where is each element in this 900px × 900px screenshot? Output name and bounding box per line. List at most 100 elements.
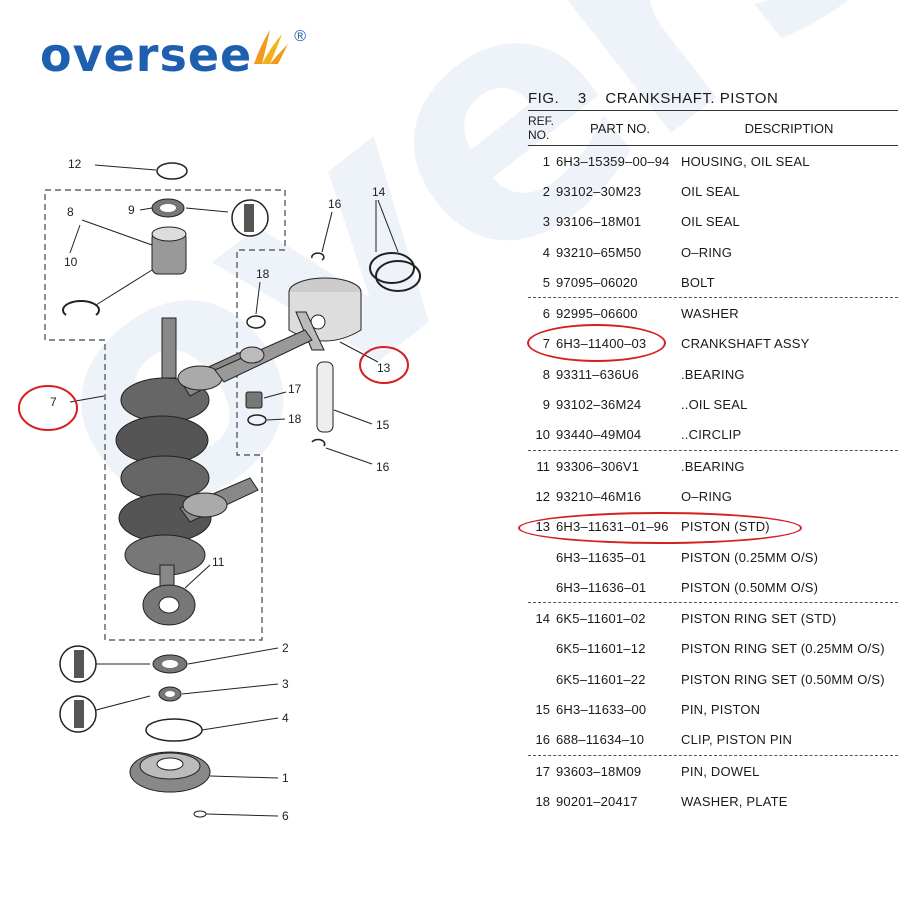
- parts-table: FIG. 3 CRANKSHAFT. PISTON REF. NO. PART …: [528, 88, 898, 817]
- callout-15: 15: [376, 418, 390, 432]
- cell-desc: OIL SEAL: [681, 214, 740, 230]
- cell-ref: 13: [535, 519, 550, 535]
- cell-ref: 14: [535, 611, 550, 627]
- cell-part: 93440–49M04: [556, 427, 642, 443]
- callout-18-top: 18: [256, 267, 270, 281]
- callout-16-lower: 16: [376, 460, 390, 474]
- header-ref: REF. NO.: [528, 114, 555, 142]
- part-18-washer-lower: [247, 414, 267, 426]
- table-row: 2 93102–30M23 OIL SEAL: [528, 176, 898, 206]
- callout-16-top: 16: [328, 197, 342, 211]
- cell-desc: PISTON (0.50MM O/S): [681, 579, 819, 595]
- cell-desc: PISTON RING SET (STD): [681, 611, 837, 627]
- callout-14: 14: [372, 185, 386, 199]
- cell-desc: PISTON RING SET (0.25MM O/S): [681, 641, 885, 657]
- cell-ref: 5: [542, 274, 550, 290]
- cell-ref: 9: [542, 397, 550, 413]
- cell-part: 6H3–11633–00: [556, 701, 647, 717]
- cell-part: 6H3–11631–01–96: [556, 519, 669, 535]
- cell-desc: OIL SEAL: [681, 183, 740, 199]
- cell-desc: ..OIL SEAL: [681, 397, 748, 413]
- flame-icon: [254, 30, 289, 64]
- part-18-washer-top: [246, 315, 266, 329]
- cell-desc: CLIP, PISTON PIN: [681, 732, 793, 748]
- part-17-dowel: [245, 391, 263, 409]
- brand-logo: oversee ®: [40, 28, 306, 82]
- cell-part: 93311–636U6: [556, 366, 639, 382]
- cell-part: 92995–06600: [556, 306, 638, 322]
- assembly-boundary: [44, 189, 286, 641]
- callout-18-lower: 18: [288, 412, 302, 426]
- table-row: 5 97095–06020 BOLT: [528, 267, 898, 297]
- cell-desc: BOLT: [681, 274, 715, 290]
- cell-ref: 3: [542, 214, 550, 230]
- cell-ref: 7: [542, 336, 550, 352]
- cell-part: 93603–18M09: [556, 763, 642, 779]
- cell-part: 6H3–15359–00–94: [556, 153, 670, 169]
- part-13-piston: [288, 277, 362, 351]
- part-15-pin: [316, 361, 334, 433]
- part-16-clip-top: [311, 252, 325, 261]
- table-header: REF. NO. PART NO. DESCRIPTION: [528, 110, 898, 146]
- cell-desc: .BEARING: [681, 458, 745, 474]
- table-row: 3 93106–18M01 OIL SEAL: [528, 207, 898, 237]
- callout-3: 3: [282, 677, 289, 691]
- callout-17: 17: [288, 382, 302, 396]
- figure-title: FIG. 3 CRANKSHAFT. PISTON: [528, 88, 898, 110]
- cell-part: 6K5–11601–02: [556, 611, 646, 627]
- callout-1: 1: [282, 771, 289, 785]
- callout-7: 7: [50, 395, 57, 409]
- cell-desc: WASHER: [681, 306, 739, 322]
- table-row: 6K5–11601–12 PISTON RING SET (0.25MM O/S): [528, 634, 898, 664]
- cell-part: 6K5–11601–12: [556, 641, 646, 657]
- callout-2: 2: [282, 641, 289, 655]
- cell-part: 93106–18M01: [556, 214, 642, 230]
- table-row: 14 6K5–11601–02 PISTON RING SET (STD): [528, 602, 898, 633]
- cell-desc: CRANKSHAFT ASSY: [681, 336, 810, 352]
- header-part: PART NO.: [590, 120, 650, 136]
- registered-mark: ®: [294, 28, 307, 45]
- part-6-washer: [193, 810, 207, 818]
- cell-desc: PISTON (0.25MM O/S): [681, 549, 819, 565]
- cell-part: 6K5–11601–22: [556, 671, 646, 687]
- brand-name: oversee: [40, 28, 253, 82]
- cell-ref: 2: [542, 183, 550, 199]
- table-row: 6K5–11601–22 PISTON RING SET (0.50MM O/S): [528, 664, 898, 694]
- part-4-o-ring: [145, 718, 203, 742]
- cell-part: 97095–06020: [556, 274, 638, 290]
- cell-desc: PISTON (STD): [681, 519, 770, 535]
- cell-desc: PIN, DOWEL: [681, 763, 760, 779]
- figure-label: FIG.: [528, 90, 560, 107]
- callout-13: 13: [377, 361, 391, 375]
- callout-8: 8: [67, 205, 74, 219]
- cell-part: 93210–46M16: [556, 488, 642, 504]
- highlight-callout-7: [18, 385, 78, 431]
- cell-ref: 12: [535, 488, 550, 504]
- callout-9: 9: [128, 203, 135, 217]
- callout-10: 10: [64, 255, 78, 269]
- cell-desc: PIN, PISTON: [681, 701, 761, 717]
- part-10-circlip: [62, 300, 100, 316]
- crankshaft-assembly: [115, 317, 259, 596]
- table-row: 17 93603–18M09 PIN, DOWEL: [528, 754, 898, 786]
- cell-part: 688–11634–10: [556, 732, 645, 748]
- cell-ref: 16: [535, 732, 550, 748]
- table-row: 13 6H3–11631–01–96 PISTON (STD): [528, 512, 898, 542]
- cell-part: 93102–30M23: [556, 183, 642, 199]
- cell-ref: 4: [542, 244, 550, 260]
- cell-desc: PISTON RING SET (0.50MM O/S): [681, 671, 885, 687]
- cell-ref: 17: [535, 763, 550, 779]
- highlight-callout-13: [359, 346, 409, 384]
